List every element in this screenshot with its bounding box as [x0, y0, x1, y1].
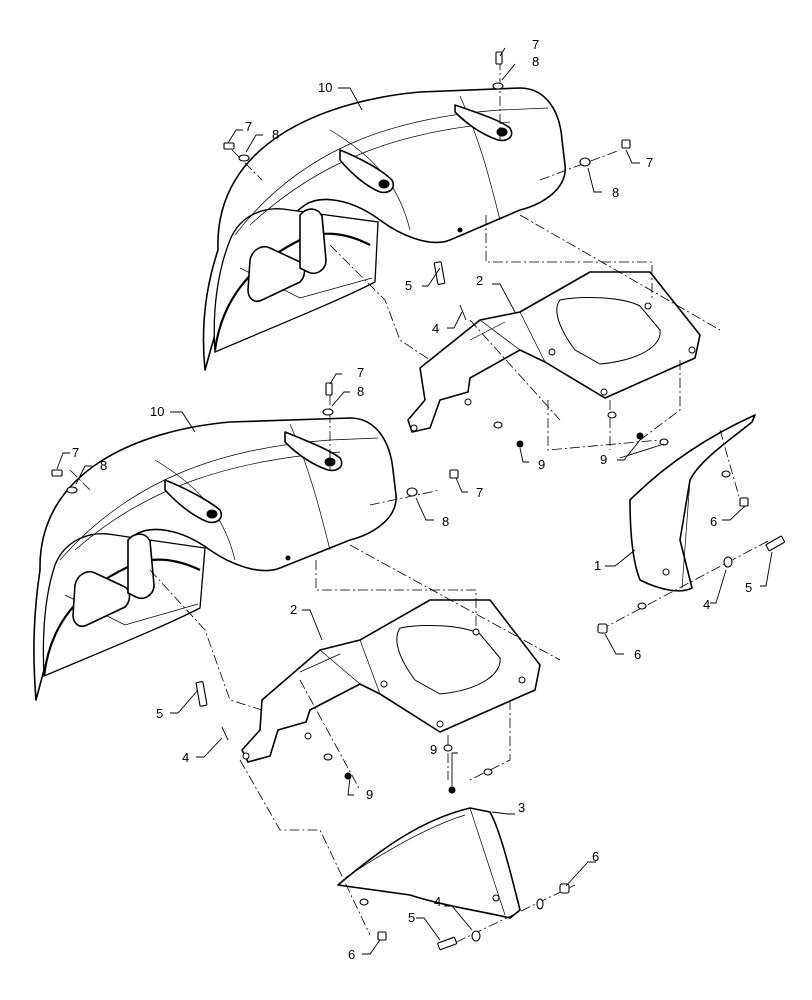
- callout-6-right: 6: [634, 647, 641, 662]
- washer-9-lower-e: [443, 744, 453, 752]
- bolt-5-bottom: [437, 936, 458, 951]
- callout-4-right: 4: [703, 597, 710, 612]
- callout-labels: 10 10 7 8 7 8 7 8 7 8 7 8 7 8 5 2 4 9 9 …: [72, 37, 752, 962]
- callout-5-right: 5: [745, 580, 752, 595]
- washer-8-left-upper: [238, 154, 250, 162]
- washer-9-right-b: [659, 438, 669, 446]
- washer-8-right-lower: [406, 487, 418, 497]
- callout-9-lower-left: 9: [366, 787, 373, 802]
- lower-fender: [33, 417, 397, 701]
- callout-8-right-lower: 8: [442, 514, 449, 529]
- washer-9-upper-b: [516, 440, 524, 448]
- callout-4-lower: 4: [182, 750, 189, 765]
- callout-10-lower: 10: [150, 404, 164, 419]
- lower-fender-lamp-right: [284, 431, 343, 472]
- nut-6-bottom-right: [559, 883, 570, 894]
- callout-7-left-upper: 7: [245, 119, 252, 134]
- callout-4-upper: 4: [432, 321, 439, 336]
- lockwasher-4-bottom: [471, 930, 481, 942]
- washer-9-lower-a: [323, 753, 333, 761]
- lockwasher-4-upper: [459, 304, 467, 321]
- nut-6-left: [597, 623, 608, 634]
- callout-2-lower: 2: [290, 602, 297, 617]
- callout-7-right-lower: 7: [476, 485, 483, 500]
- callout-8-top: 8: [532, 54, 539, 69]
- washer-9-lower-c: [448, 786, 456, 794]
- spacer-flap1-top: [721, 470, 731, 478]
- nut-6-flap1: [739, 497, 749, 507]
- bolt-5-upper: [433, 261, 446, 285]
- callout-8-right-upper: 8: [612, 185, 619, 200]
- washer-9-upper-a: [493, 421, 503, 429]
- callout-6-bottom-right: 6: [592, 849, 599, 864]
- callout-9-right: 9: [600, 452, 607, 467]
- bolt-7-right-upper: [621, 139, 631, 149]
- washer-9-right-a: [636, 432, 644, 440]
- upper-fender-lamp-right: [454, 104, 513, 142]
- callout-8-center: 8: [357, 384, 364, 399]
- callout-8-left-upper: 8: [272, 127, 279, 142]
- upper-fender-lamp-left: [339, 149, 395, 194]
- callout-7-right-upper: 7: [646, 155, 653, 170]
- assembly-centerlines: [69, 60, 771, 951]
- bolt-5-lower-left: [195, 681, 208, 707]
- washer-8-center: [322, 408, 334, 416]
- washer-8-top: [492, 82, 504, 90]
- washer-9-right-c: [607, 411, 617, 419]
- callout-6-bottom-left: 6: [348, 947, 355, 962]
- nut-6-bottom-left: [377, 931, 387, 941]
- callout-7-top: 7: [532, 37, 539, 52]
- spacer-flap3-low: [359, 898, 369, 906]
- spacer-flap1: [637, 602, 647, 610]
- lockwasher-4-lower: [221, 726, 229, 741]
- mud-flap-3: [337, 807, 521, 919]
- bolt-7-center: [325, 382, 333, 396]
- callout-7-center: 7: [357, 365, 364, 380]
- washer-9-lower-d: [483, 768, 493, 776]
- washer-8-right-upper: [579, 157, 591, 167]
- bolt-7-left-upper: [223, 142, 235, 150]
- callout-2-upper: 2: [476, 273, 483, 288]
- spacer-flap3: [536, 898, 544, 910]
- callout-4-bottom: 4: [434, 894, 441, 909]
- callout-5-lower: 5: [156, 706, 163, 721]
- callout-9-lower-right: 9: [430, 742, 437, 757]
- bolt-5-right: [765, 535, 785, 552]
- upper-fender: [202, 87, 566, 371]
- mud-flap-1: [629, 414, 756, 592]
- callout-10-upper: 10: [318, 80, 332, 95]
- callout-6-flap1: 6: [710, 514, 717, 529]
- washer-9-lower-b: [344, 772, 352, 780]
- callout-5-bottom: 5: [408, 910, 415, 925]
- callout-1: 1: [594, 558, 601, 573]
- callout-7-left-lower: 7: [72, 445, 79, 460]
- bolt-7-right-lower: [449, 469, 459, 479]
- callout-leaders: [56, 47, 773, 955]
- callout-9-upper: 9: [538, 457, 545, 472]
- upper-bracket: [407, 271, 701, 433]
- lower-bracket: [241, 599, 541, 763]
- callout-5-upper: 5: [405, 278, 412, 293]
- bolt-7-left-lower: [51, 469, 63, 477]
- lockwasher-4-right: [723, 556, 733, 568]
- lower-fender-lamp-left: [164, 479, 223, 524]
- callout-8-left-lower: 8: [100, 458, 107, 473]
- washer-8-left-lower: [66, 486, 78, 494]
- callout-3: 3: [518, 800, 525, 815]
